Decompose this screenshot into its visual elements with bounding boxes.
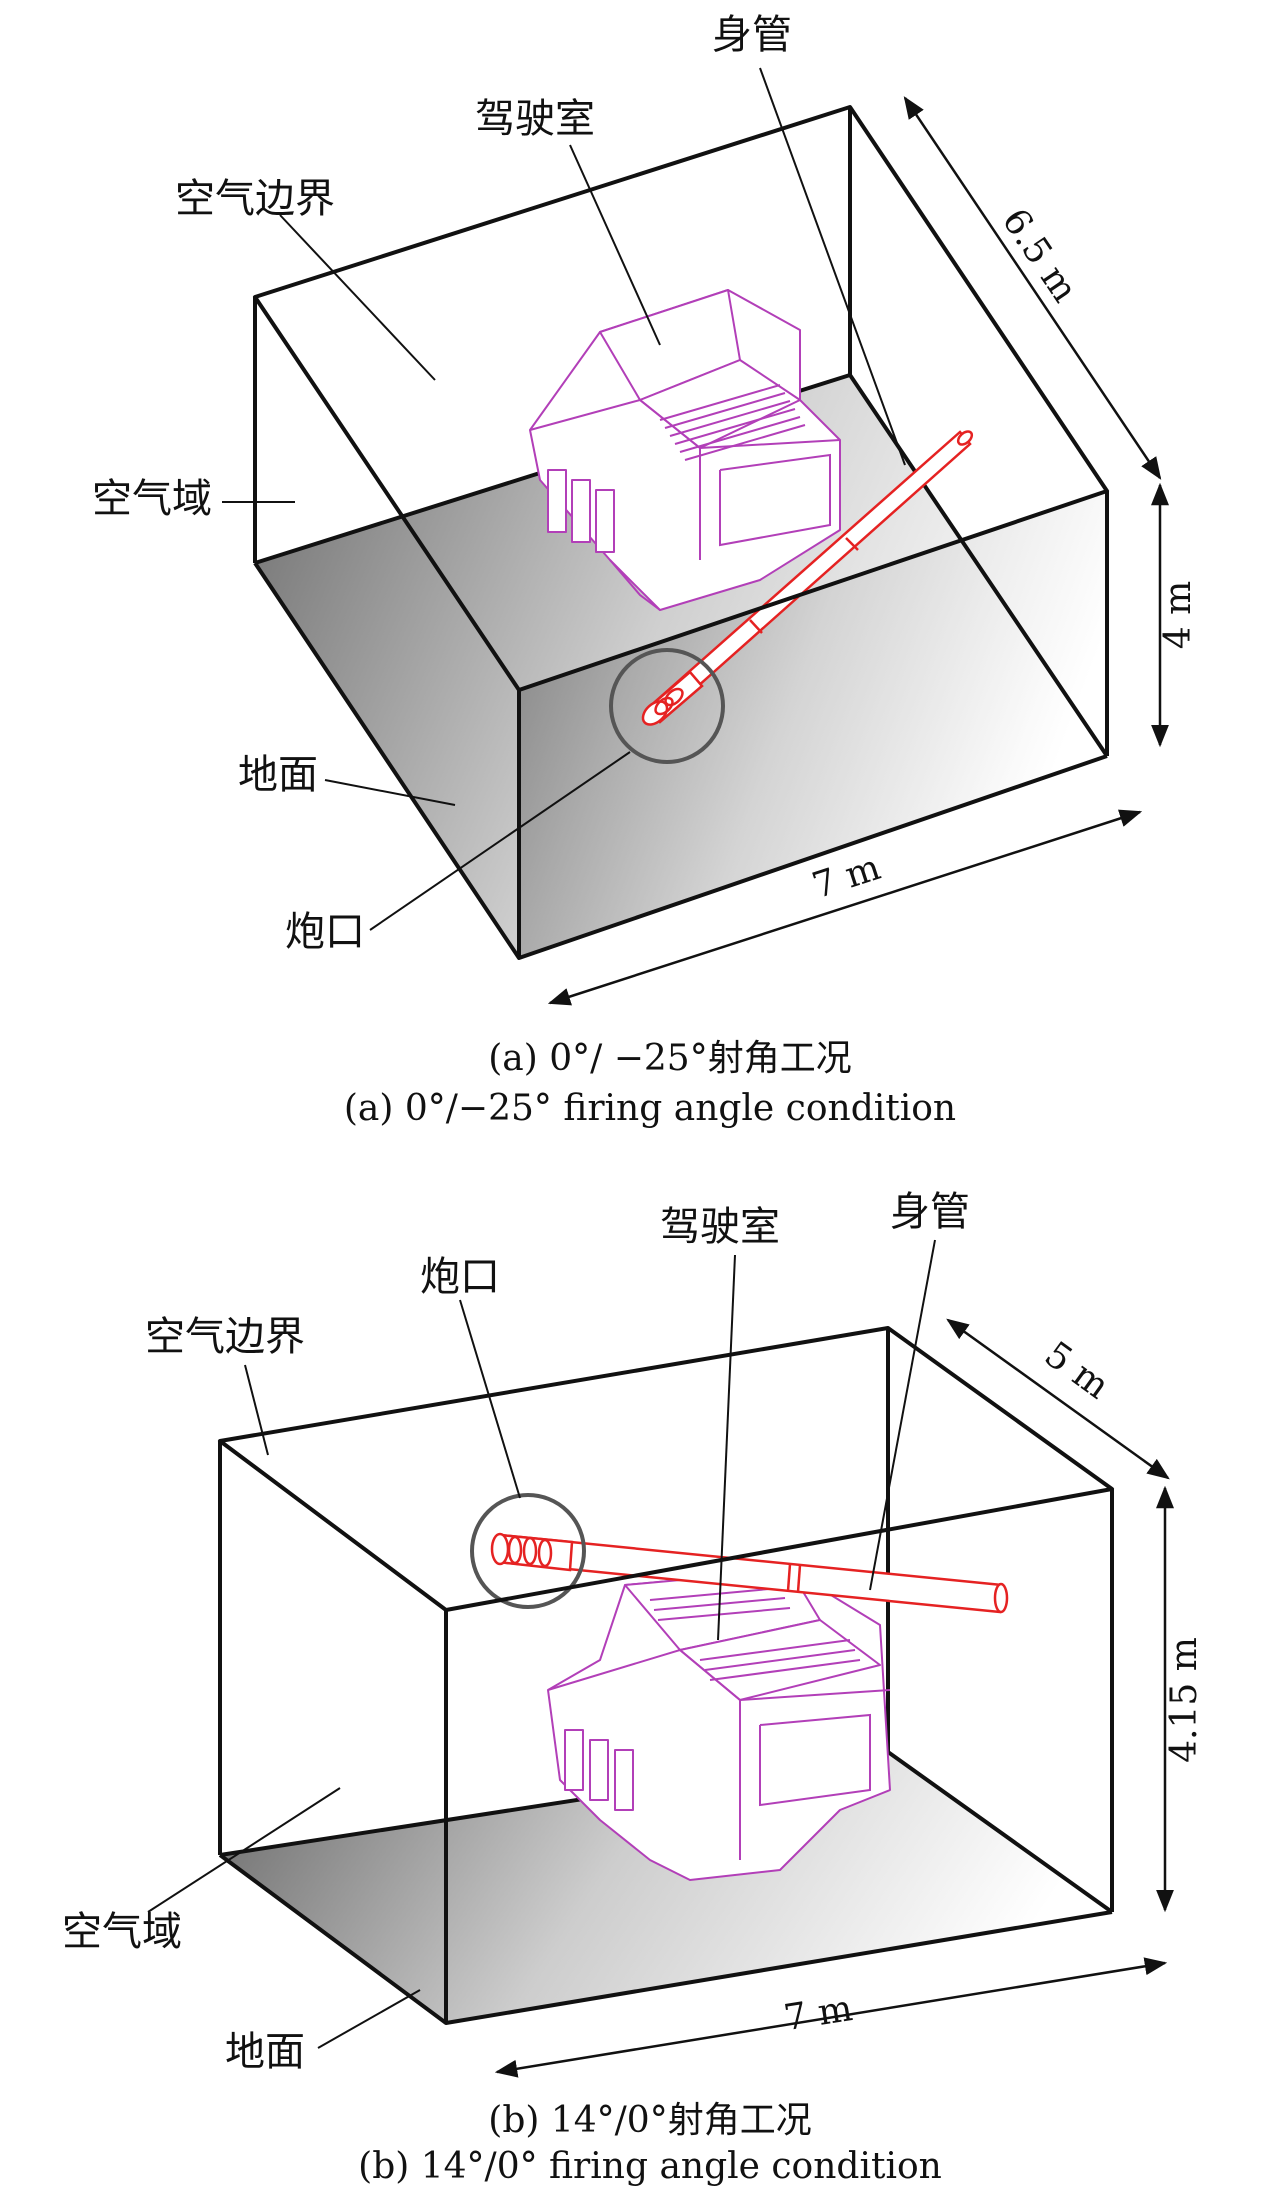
leader-a-muzzle	[369, 751, 631, 931]
leader-a-ground	[324, 779, 456, 806]
leader-b-cab	[717, 1254, 736, 1641]
panel-b: 驾驶室 身管 炮口 空气边界 空气域 地面 5 m 4.15 m 7 m (b)…	[62, 1189, 1205, 2187]
dim-b-depth: 5 m	[1037, 1334, 1117, 1407]
barrel-b	[490, 1532, 1009, 1614]
leader-b-ground	[317, 1989, 421, 2049]
label-b-air-domain: 空气域	[62, 1909, 182, 1955]
label-a-ground: 地面	[238, 752, 318, 798]
dim-a-height: 4 m	[1158, 581, 1199, 649]
label-b-air-boundary: 空气边界	[145, 1314, 305, 1360]
dim-a-depth: 6.5 m	[994, 201, 1086, 309]
leader-a-air-boundary	[279, 214, 436, 381]
label-b-cab: 驾驶室	[660, 1204, 780, 1250]
label-a-muzzle: 炮口	[285, 909, 365, 955]
dim-a-width-line	[547, 809, 1143, 1006]
leader-b-muzzle	[459, 1299, 521, 1499]
caption-b-en: (b) 14°/0° firing angle condition	[358, 2146, 942, 2187]
dim-b-depth-line	[946, 1318, 1170, 1480]
cab-a	[529, 289, 841, 611]
cab-b	[547, 1569, 891, 1881]
label-a-air-domain: 空气域	[92, 476, 212, 522]
muzzle-circle-b	[470, 1493, 586, 1609]
label-a-air-boundary: 空气边界	[175, 176, 335, 222]
box-b-bottom-front	[218, 1853, 1113, 2025]
caption-a-cn: (a) 0°/ −25°射角工况	[488, 1038, 851, 1079]
caption-b-cn: (b) 14°/0°射角工况	[488, 2100, 811, 2141]
label-b-barrel: 身管	[890, 1189, 970, 1235]
label-b-muzzle: 炮口	[420, 1254, 500, 1300]
leader-b-air-boundary	[244, 1364, 269, 1456]
label-a-barrel: 身管	[712, 12, 792, 58]
dim-a-depth-line	[903, 96, 1162, 480]
leader-b-barrel	[869, 1239, 936, 1591]
caption-a-en: (a) 0°/−25° firing angle condition	[344, 1088, 956, 1129]
leader-b-air-domain	[147, 1787, 341, 1913]
dim-b-height: 4.15 m	[1164, 1637, 1205, 1763]
label-b-ground: 地面	[225, 2029, 305, 2075]
label-a-cab: 驾驶室	[475, 96, 595, 142]
leader-a-barrel	[759, 67, 906, 466]
leader-a-cab	[569, 144, 661, 346]
ground-floor-b	[220, 1752, 1112, 2023]
dim-b-width: 7 m	[781, 1988, 855, 2039]
muzzle-circle-a	[609, 648, 725, 764]
panel-a: 身管 驾驶室 空气边界 空气域 地面 炮口 6.5 m 4 m 7 m (a) …	[92, 12, 1199, 1129]
dim-b-width-line	[494, 1957, 1168, 2078]
